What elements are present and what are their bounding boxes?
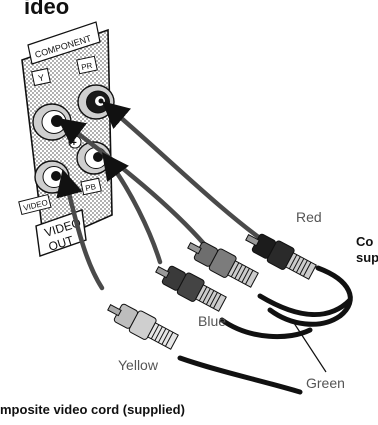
jack-pr — [77, 84, 115, 120]
pr-label: PR — [81, 61, 94, 72]
arrow-green — [57, 117, 208, 248]
arrow-red — [101, 101, 271, 247]
cable-green — [257, 293, 353, 317]
jack-video — [34, 160, 70, 194]
green-leader-line — [291, 319, 327, 373]
video-out-box — [35, 209, 87, 257]
plug-blue — [155, 265, 227, 312]
cable-red — [267, 265, 353, 327]
arrow-blue — [101, 152, 163, 265]
plug-red — [245, 233, 317, 280]
cable-blue — [219, 317, 313, 340]
label-green: Green — [306, 375, 345, 391]
plus-sign: + — [71, 138, 77, 149]
pb-label: PB — [85, 182, 97, 193]
cable-yellow — [177, 355, 303, 395]
connection-arrows — [56, 101, 271, 291]
arrow-yellow — [56, 168, 105, 291]
y-tab — [31, 67, 51, 87]
heading-partial: ideo — [24, 0, 69, 19]
label-red: Red — [296, 209, 322, 225]
y-label: Y — [37, 72, 45, 83]
label-blue: Blue — [198, 313, 226, 329]
side-text-line2: sup — [356, 250, 378, 265]
plug-green — [187, 241, 259, 288]
caption: mposite video cord (supplied) — [0, 402, 185, 417]
pr-tab — [76, 55, 98, 75]
jack-y — [32, 103, 72, 141]
component-tab — [27, 21, 101, 65]
connector-panel: COMPONENT Y PR + — [18, 21, 115, 257]
video-tab — [18, 193, 52, 216]
cables — [177, 265, 353, 395]
label-yellow: Yellow — [118, 357, 159, 373]
plug-yellow — [107, 303, 179, 350]
side-text-line1: Co — [356, 234, 373, 249]
